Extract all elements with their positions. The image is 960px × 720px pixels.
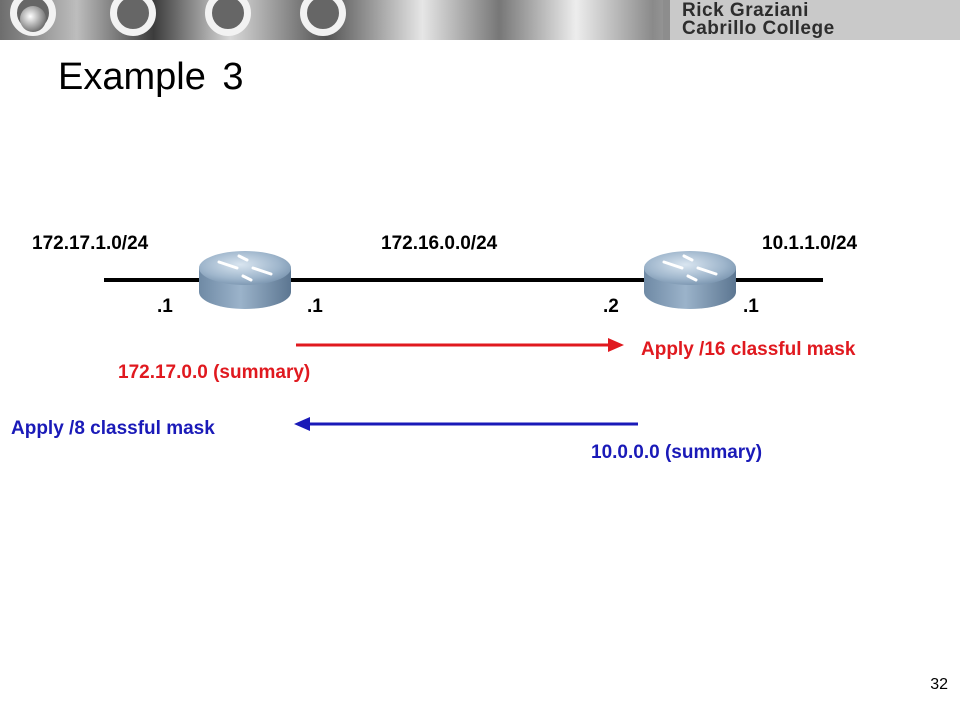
- router-icon[interactable]: [644, 251, 736, 309]
- backward-summary-label: 10.0.0.0 (summary): [591, 442, 763, 463]
- forward-summary-label: 172.17.0.0 (summary): [118, 362, 311, 383]
- decorative-cable-image: [205, 0, 251, 36]
- author-logo-box: [663, 0, 960, 40]
- logo-accent-bar: [663, 0, 670, 40]
- decorative-cable-image: [110, 0, 156, 36]
- forward-update-arrow: [296, 338, 624, 352]
- backward-update-arrow: [294, 417, 638, 431]
- middle-network-label: 172.16.0.0/24: [381, 233, 498, 254]
- decorative-cable-image: [300, 0, 346, 36]
- router-icon[interactable]: [199, 251, 291, 309]
- page-number: 32: [930, 676, 948, 693]
- router-top: [644, 251, 736, 285]
- left-network-label: 172.17.1.0/24: [32, 233, 149, 254]
- r1-left-interface-label: .1: [157, 296, 173, 317]
- backward-action-label: Apply /8 classful mask: [11, 418, 215, 439]
- decorative-connector-image: [20, 6, 46, 32]
- header-banner: Rick Graziani Cabrillo College: [0, 0, 960, 40]
- forward-action-label: Apply /16 classful mask: [641, 339, 856, 360]
- r2-left-interface-label: .2: [603, 296, 619, 317]
- r2-right-interface-label: .1: [743, 296, 759, 317]
- right-network-label: 10.1.1.0/24: [762, 233, 858, 254]
- router-arrows: [662, 254, 718, 282]
- author-name: Rick Graziani: [682, 0, 809, 21]
- author-institution: Cabrillo College: [682, 18, 835, 39]
- r1-right-interface-label: .1: [307, 296, 323, 317]
- slide-title: Example 3: [58, 56, 244, 98]
- router-arrows: [217, 254, 273, 282]
- router-top: [199, 251, 291, 285]
